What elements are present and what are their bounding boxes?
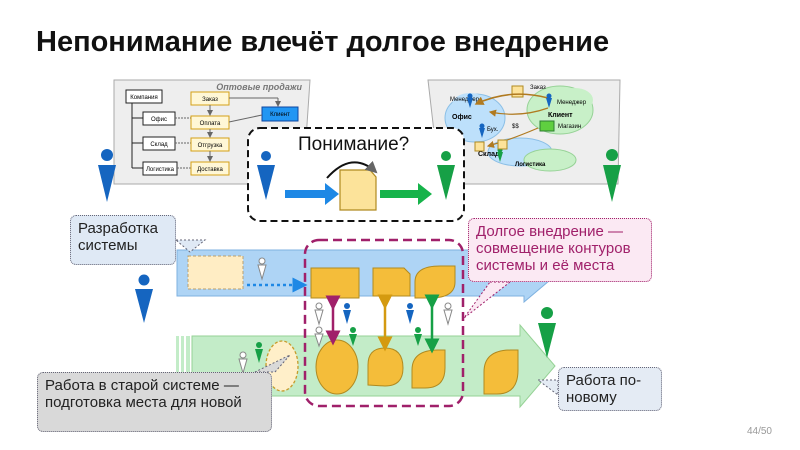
flow-shipment: Отгрузка <box>198 143 223 149</box>
old-system-callout: Работа в старой системе — подготовка мес… <box>37 372 272 432</box>
place-shape-4 <box>483 349 519 395</box>
circular-arrow-icon <box>326 160 378 179</box>
shop-icon <box>539 120 555 132</box>
manager-left-icon <box>467 98 473 108</box>
alignment-arrows <box>314 294 453 354</box>
document-icon <box>339 169 377 211</box>
page-number: 44/50 <box>746 426 772 437</box>
understanding-box <box>247 127 465 222</box>
blue-arrow-icon <box>285 183 339 205</box>
place-shape-1 <box>315 339 359 395</box>
flow-payment: Оплата <box>200 121 221 127</box>
right-shop: Магазин <box>558 124 581 130</box>
flow-delivery: Доставка <box>197 167 223 173</box>
right-money: $$ <box>512 124 519 130</box>
right-accountant: Бух. <box>487 127 499 133</box>
manager-right-icon <box>546 98 552 108</box>
new-work-person-icon <box>538 307 556 358</box>
long-implementation-callout: Долгое внедрение — совмещение контуров с… <box>468 218 652 282</box>
place-shape-2 <box>367 347 404 387</box>
user-person-icon <box>603 149 621 202</box>
right-situation-panel: Заказ Менеджер Менеджер Офис Клиент Бух.… <box>427 79 621 185</box>
place-shape-3 <box>411 349 446 389</box>
system-shape-1 <box>310 267 360 299</box>
system-shape-3 <box>414 265 456 299</box>
unit-warehouse: Склад <box>150 142 168 148</box>
right-client: Клиент <box>548 112 573 119</box>
right-logistics: Логистика <box>515 162 546 168</box>
left-panel-title: Оптовые продажи <box>216 82 302 92</box>
center-blue-person-icon <box>257 165 275 200</box>
company-box: Компания <box>130 95 157 101</box>
long-implementation-frame <box>303 238 465 408</box>
right-manager-right: Менеджер <box>557 100 587 106</box>
system-band <box>176 236 563 304</box>
left-band-person-icon <box>135 274 153 323</box>
right-warehouse: Склад <box>478 151 500 158</box>
system-shape-2 <box>372 267 411 297</box>
accountant-icon <box>479 128 485 138</box>
green-arrow-icon <box>380 183 432 205</box>
draft-person-icon <box>257 264 267 281</box>
right-manager-left: Менеджер <box>450 97 480 103</box>
center-green-person-icon <box>437 165 455 200</box>
old-oval-shape <box>265 340 299 392</box>
understanding-label: Понимание? <box>298 134 410 155</box>
unit-logistics: Логистика <box>146 167 175 173</box>
long-callout-pointer <box>463 281 512 319</box>
dev-callout-pointer <box>174 239 207 253</box>
right-office: Офис <box>452 114 472 121</box>
new-callout-pointer <box>536 379 559 396</box>
worker-icon <box>497 152 503 162</box>
client-box: Клиент <box>270 112 290 118</box>
developer-person-icon <box>98 149 116 202</box>
flow-order: Заказ <box>202 97 218 103</box>
order-doc-icon <box>511 85 524 98</box>
draft-shape <box>187 255 244 290</box>
development-callout: Разработка системы <box>70 215 176 265</box>
slide-title: Непонимание влечёт долгое внедрение <box>36 26 610 58</box>
right-order-label: Заказ <box>530 85 546 91</box>
unit-office: Офис <box>151 117 167 123</box>
new-work-callout: Работа по-новому <box>558 367 662 411</box>
